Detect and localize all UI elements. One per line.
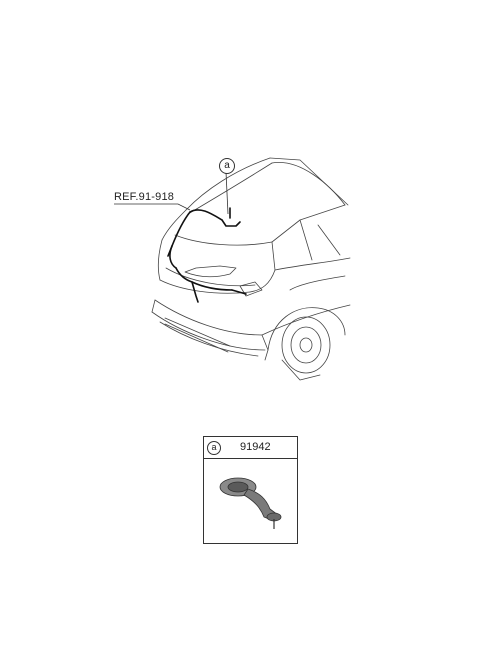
grommet-illustration [219, 477, 282, 529]
part-legend-header: a 91942 [204, 437, 297, 459]
reference-label: REF.91-918 [114, 191, 175, 203]
wiring-harness [167, 207, 247, 303]
part-number: 91942 [240, 441, 271, 453]
car-rear-outline [151, 157, 351, 381]
part-callout-marker: a [207, 441, 221, 455]
leader-lines [114, 171, 229, 215]
part-legend-box: a 91942 [203, 436, 298, 544]
callout-marker: a [219, 158, 235, 174]
